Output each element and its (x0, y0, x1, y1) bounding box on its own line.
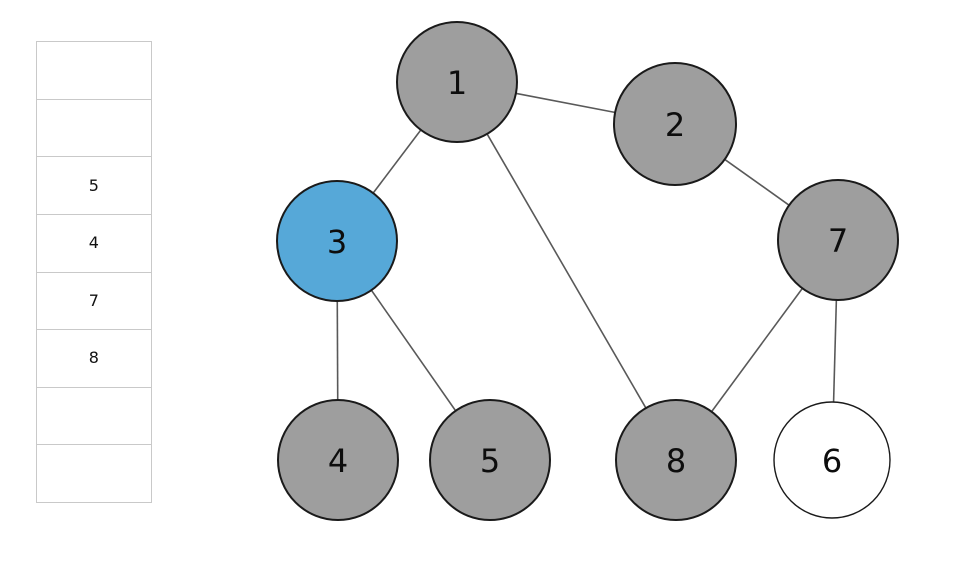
graph-edge-1-2 (514, 92, 617, 114)
node-circle-6[interactable] (773, 401, 891, 519)
queue-cell-7[interactable] (36, 444, 152, 503)
graph-node-3[interactable]: 3 (276, 180, 398, 302)
traversal-queue: 5 4 7 8 (36, 41, 152, 503)
queue-cell-value: 5 (88, 175, 100, 195)
node-circle-4[interactable] (277, 399, 399, 521)
node-circle-8[interactable] (615, 399, 737, 521)
graph-node-2[interactable]: 2 (613, 62, 737, 186)
graph-node-8[interactable]: 8 (615, 399, 737, 521)
graph-edge-3-5 (370, 288, 457, 413)
graph-edge-1-3 (371, 128, 423, 195)
node-circle-5[interactable] (429, 399, 551, 521)
graph-node-5[interactable]: 5 (429, 399, 551, 521)
graph-edge-1-8 (485, 132, 648, 410)
node-circle-7[interactable] (777, 179, 899, 301)
queue-cell-5[interactable]: 8 (36, 329, 152, 388)
graph-edge-7-8 (710, 287, 804, 413)
queue-cell-1[interactable] (36, 98, 152, 158)
node-circle-1[interactable] (396, 21, 518, 143)
graph-edge-7-6 (832, 298, 838, 404)
graph-edge-2-7 (723, 158, 791, 207)
node-circle-2[interactable] (613, 62, 737, 186)
queue-cell-value: 8 (88, 348, 100, 368)
queue-cell-value: 7 (88, 290, 100, 310)
graph-node-1[interactable]: 1 (396, 21, 518, 143)
graph-node-7[interactable]: 7 (777, 179, 899, 301)
graph-edges (336, 92, 838, 413)
graph-node-4[interactable]: 4 (277, 399, 399, 521)
queue-cell-3[interactable]: 4 (36, 213, 152, 273)
graph-node-6[interactable]: 6 (773, 401, 891, 519)
queue-cell-value: 4 (88, 233, 100, 253)
queue-cell-0[interactable] (36, 41, 152, 100)
node-circle-3[interactable] (276, 180, 398, 302)
queue-cell-6[interactable] (36, 386, 152, 446)
